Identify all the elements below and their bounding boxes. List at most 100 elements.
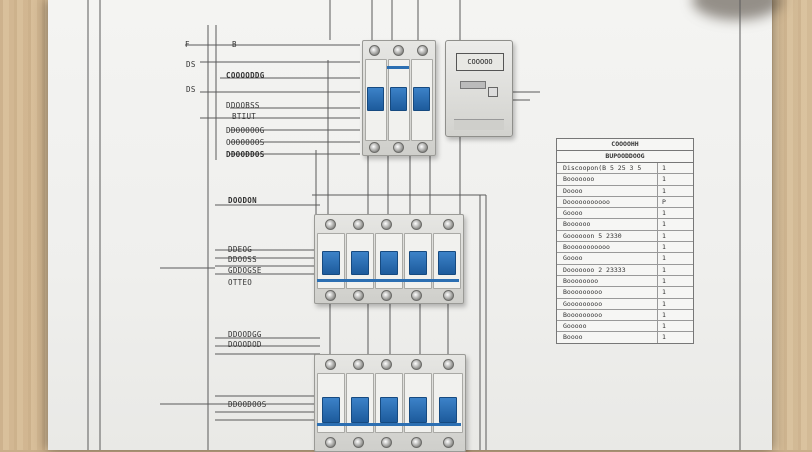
row-value: 1 (662, 186, 666, 195)
terminal-screw (443, 219, 454, 230)
row-name: Doooo (557, 185, 658, 196)
schematic-label: DS (186, 85, 196, 94)
terminal-screw (411, 219, 422, 230)
terminal-screw (369, 45, 380, 56)
row-value: 1 (662, 254, 666, 263)
bottom-circuit-breaker (314, 354, 466, 452)
row-value: 1 (662, 243, 666, 252)
breaker-handle (409, 397, 427, 423)
breaker-handle (380, 251, 398, 275)
table-row: Discoopon(B 5 25 3 5 1 (557, 163, 693, 175)
schematic-label: GDDOGSE (228, 266, 262, 275)
row-name: Goooo (557, 208, 658, 219)
table-subtitle: BUPOODDOOG (557, 151, 693, 163)
object-shadow (692, 0, 782, 20)
schematic-label: DDEOG (228, 245, 253, 254)
row-value: 1 (662, 231, 666, 240)
terminal-screw (325, 359, 336, 370)
table-row: Doooo 1 (557, 185, 693, 197)
schematic-label: COOOODDG (226, 71, 265, 80)
breaker-handle (322, 397, 340, 423)
terminal-screw (393, 45, 404, 56)
terminal-screw (325, 437, 336, 448)
meter-led (488, 87, 498, 97)
row-value: 1 (662, 333, 666, 342)
schematic-label: OOOOOOOS (226, 138, 265, 147)
indicator-strip (387, 66, 409, 69)
schematic-label: B (232, 40, 237, 49)
table-title: COOOOHH (557, 139, 693, 151)
schematic-label: BTIUT (232, 112, 257, 121)
row-name: Dooooooo 2 23333 (557, 264, 658, 275)
row-value: 1 (662, 322, 666, 331)
terminal-screw (443, 437, 454, 448)
busbar (317, 279, 459, 282)
row-value: 1 (662, 299, 666, 308)
table-row: Gooooo 1 (557, 321, 693, 333)
row-name: Gooooo (557, 321, 658, 332)
row-value: 1 (662, 220, 666, 229)
breaker-handle (438, 251, 456, 275)
meter-terminals (454, 119, 504, 130)
terminal-screw (353, 290, 364, 301)
row-name: Booooooooo (557, 309, 658, 321)
terminal-screw (381, 219, 392, 230)
row-name: Boooooo (557, 219, 658, 230)
schematic-label: DDOOSS (228, 255, 257, 264)
row-name: Discoopon(B 5 25 3 5 (557, 163, 658, 174)
terminal-screw (381, 359, 392, 370)
terminal-screw (325, 219, 336, 230)
row-name: Boooo (557, 332, 658, 343)
breaker-handle (351, 251, 369, 275)
terminal-screw (393, 142, 404, 153)
busbar (317, 423, 461, 426)
schematic-label: OTTEO (228, 278, 253, 287)
row-name: Dooooooooooo (557, 196, 658, 208)
breaker-handle (367, 87, 384, 111)
row-value: 1 (662, 209, 666, 218)
meter-label-plate (460, 81, 486, 89)
row-name: Gooooooooo (557, 298, 658, 309)
row-value: 1 (662, 276, 666, 285)
terminal-screw (443, 359, 454, 370)
terminal-screw (411, 359, 422, 370)
breaker-handle (380, 397, 398, 423)
meter-display: COOOOO (456, 53, 504, 71)
schematic-label: DOODON (228, 196, 257, 205)
row-value: 1 (662, 175, 666, 184)
row-value: P (662, 197, 666, 206)
terminal-screw (325, 290, 336, 301)
terminal-screw (381, 437, 392, 448)
table-row: Goooo 1 (557, 208, 693, 220)
terminal-screw (411, 290, 422, 301)
table-row: Gooooooooo 1 (557, 298, 693, 310)
terminal-screw (353, 359, 364, 370)
row-value: 1 (662, 288, 666, 297)
breaker-handle (439, 397, 457, 423)
terminal-screw (443, 290, 454, 301)
breaker-handle (413, 87, 430, 111)
row-value: 1 (662, 164, 666, 172)
terminal-screw (369, 142, 380, 153)
schematic-label: DDOOBSS (226, 101, 260, 110)
breaker-handle (351, 397, 369, 423)
legend-table: COOOOHH BUPOODDOOG Discoopon(B 5 25 3 5 1… (556, 138, 694, 344)
table-row: Booooooo 1 (557, 174, 693, 186)
breaker-handle (322, 251, 340, 275)
terminal-screw (411, 437, 422, 448)
table-row: Goooooon 5 2330 1 (557, 230, 693, 243)
terminal-screw (417, 142, 428, 153)
terminal-screw (417, 45, 428, 56)
table-row: Boooo 1 (557, 332, 693, 343)
top-circuit-breaker (362, 40, 436, 156)
breaker-handle (390, 87, 407, 111)
schematic-label: DDOODOOS (228, 400, 267, 409)
row-name: Booooooo (557, 174, 658, 185)
row-name: Goooooon 5 2330 (557, 230, 658, 242)
